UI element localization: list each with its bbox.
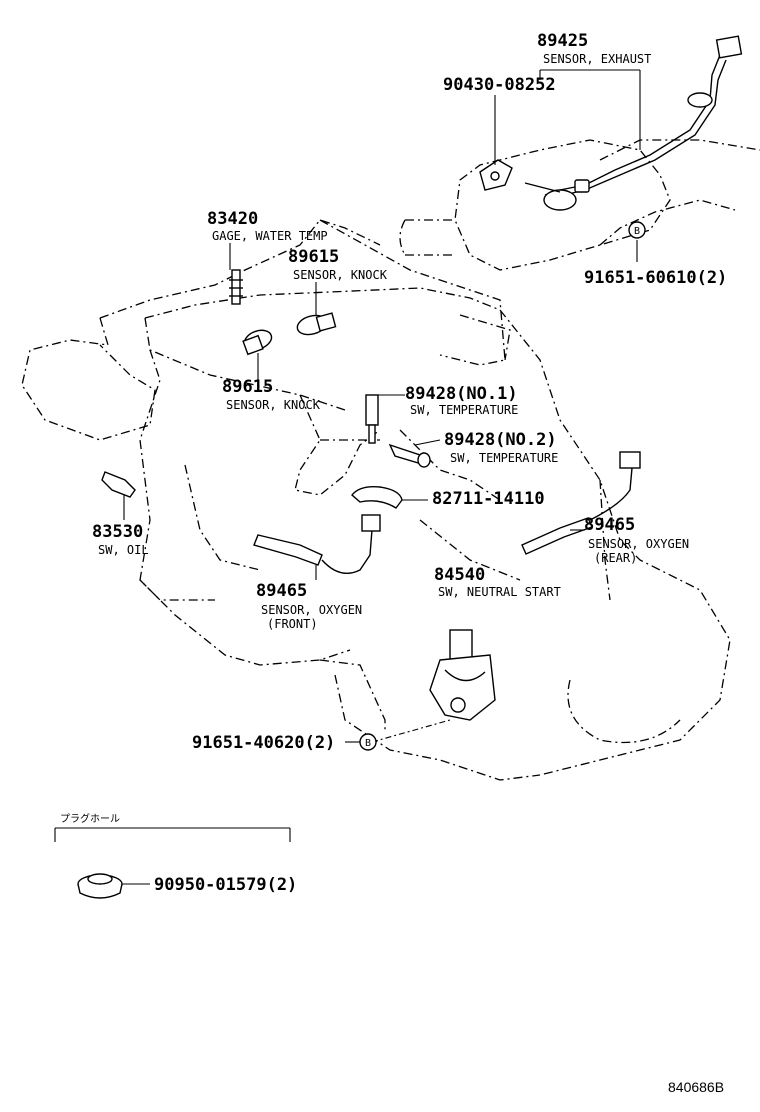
- part-number: 89428(NO.2): [444, 430, 557, 450]
- part-name: SENSOR, KNOCK: [293, 268, 388, 282]
- leader-lines: [54, 69, 641, 885]
- part-name: SW, NEUTRAL START: [438, 585, 561, 599]
- bolt-marker-exhaust: B: [628, 221, 646, 239]
- callout-temp-switch-2: 89428(NO.2) SW, TEMPERATURE: [444, 430, 558, 465]
- callout-oil-switch: 83530 SW, OIL: [92, 522, 149, 557]
- part-number: 83420: [207, 209, 258, 229]
- callout-sensor-exhaust: 89425 SENSOR, EXHAUST: [537, 31, 651, 66]
- callout-exhaust-gasket: 90430-08252: [443, 75, 556, 95]
- callout-clamp: 82711-14110: [432, 489, 545, 509]
- figure-id: 840686B: [668, 1079, 724, 1095]
- part-number: 89615: [222, 377, 273, 397]
- callout-oxygen-sensor-rear: 89465 SENSOR, OXYGEN (REAR): [584, 515, 689, 565]
- grommet-part-number: 90950-01579(2): [154, 875, 297, 895]
- part-name: SENSOR, KNOCK: [226, 398, 321, 412]
- part-drawings: [77, 35, 743, 899]
- callout-knock-sensor-lower: 89615 SENSOR, KNOCK: [222, 377, 321, 412]
- part-number: 89465: [584, 515, 635, 535]
- callout-exhaust-bolt: 91651-60610(2): [584, 268, 727, 288]
- callout-knock-sensor-upper: 89615 SENSOR, KNOCK: [288, 247, 388, 282]
- part-number: 89425: [537, 31, 588, 51]
- part-number: 89428(NO.1): [405, 384, 518, 404]
- callout-temp-switch-1: 89428(NO.1) SW, TEMPERATURE: [405, 384, 518, 417]
- part-number: 83530: [92, 522, 143, 542]
- callout-oxygen-sensor-front: 89465 SENSOR, OXYGEN (FRONT): [256, 581, 362, 631]
- part-position: (REAR): [594, 551, 637, 565]
- grommet-section: プラグホール 90950-01579(2): [60, 812, 297, 895]
- bolt-marker-exhaust-label: B: [634, 226, 640, 237]
- part-name: SENSOR, OXYGEN: [261, 603, 362, 617]
- callout-neutral-start-switch: 84540 SW, NEUTRAL START: [434, 565, 561, 599]
- part-name: SENSOR, OXYGEN: [588, 537, 689, 551]
- part-number: 82711-14110: [432, 489, 545, 509]
- part-number: 89615: [288, 247, 339, 267]
- part-name: SW, TEMPERATURE: [410, 403, 518, 417]
- part-name: SENSOR, EXHAUST: [543, 52, 651, 66]
- part-name: GAGE, WATER TEMP: [212, 229, 328, 243]
- part-number: 84540: [434, 565, 485, 585]
- callout-gage-water-temp: 83420 GAGE, WATER TEMP: [207, 209, 328, 243]
- part-name: SW, OIL: [98, 543, 149, 557]
- part-number: 91651-60610(2): [584, 268, 727, 288]
- grommet-section-title: プラグホール: [60, 812, 120, 825]
- bolt-marker-neutral-label: B: [365, 738, 371, 749]
- engine-outline: [21, 139, 760, 781]
- part-name: SW, TEMPERATURE: [450, 451, 558, 465]
- bolt-marker-neutral: B: [359, 733, 377, 751]
- part-number: 91651-40620(2): [192, 733, 335, 753]
- part-number: 89465: [256, 581, 307, 601]
- callout-neutral-bolt: 91651-40620(2): [192, 733, 335, 753]
- part-number: 90430-08252: [443, 75, 556, 95]
- part-position: (FRONT): [267, 617, 318, 631]
